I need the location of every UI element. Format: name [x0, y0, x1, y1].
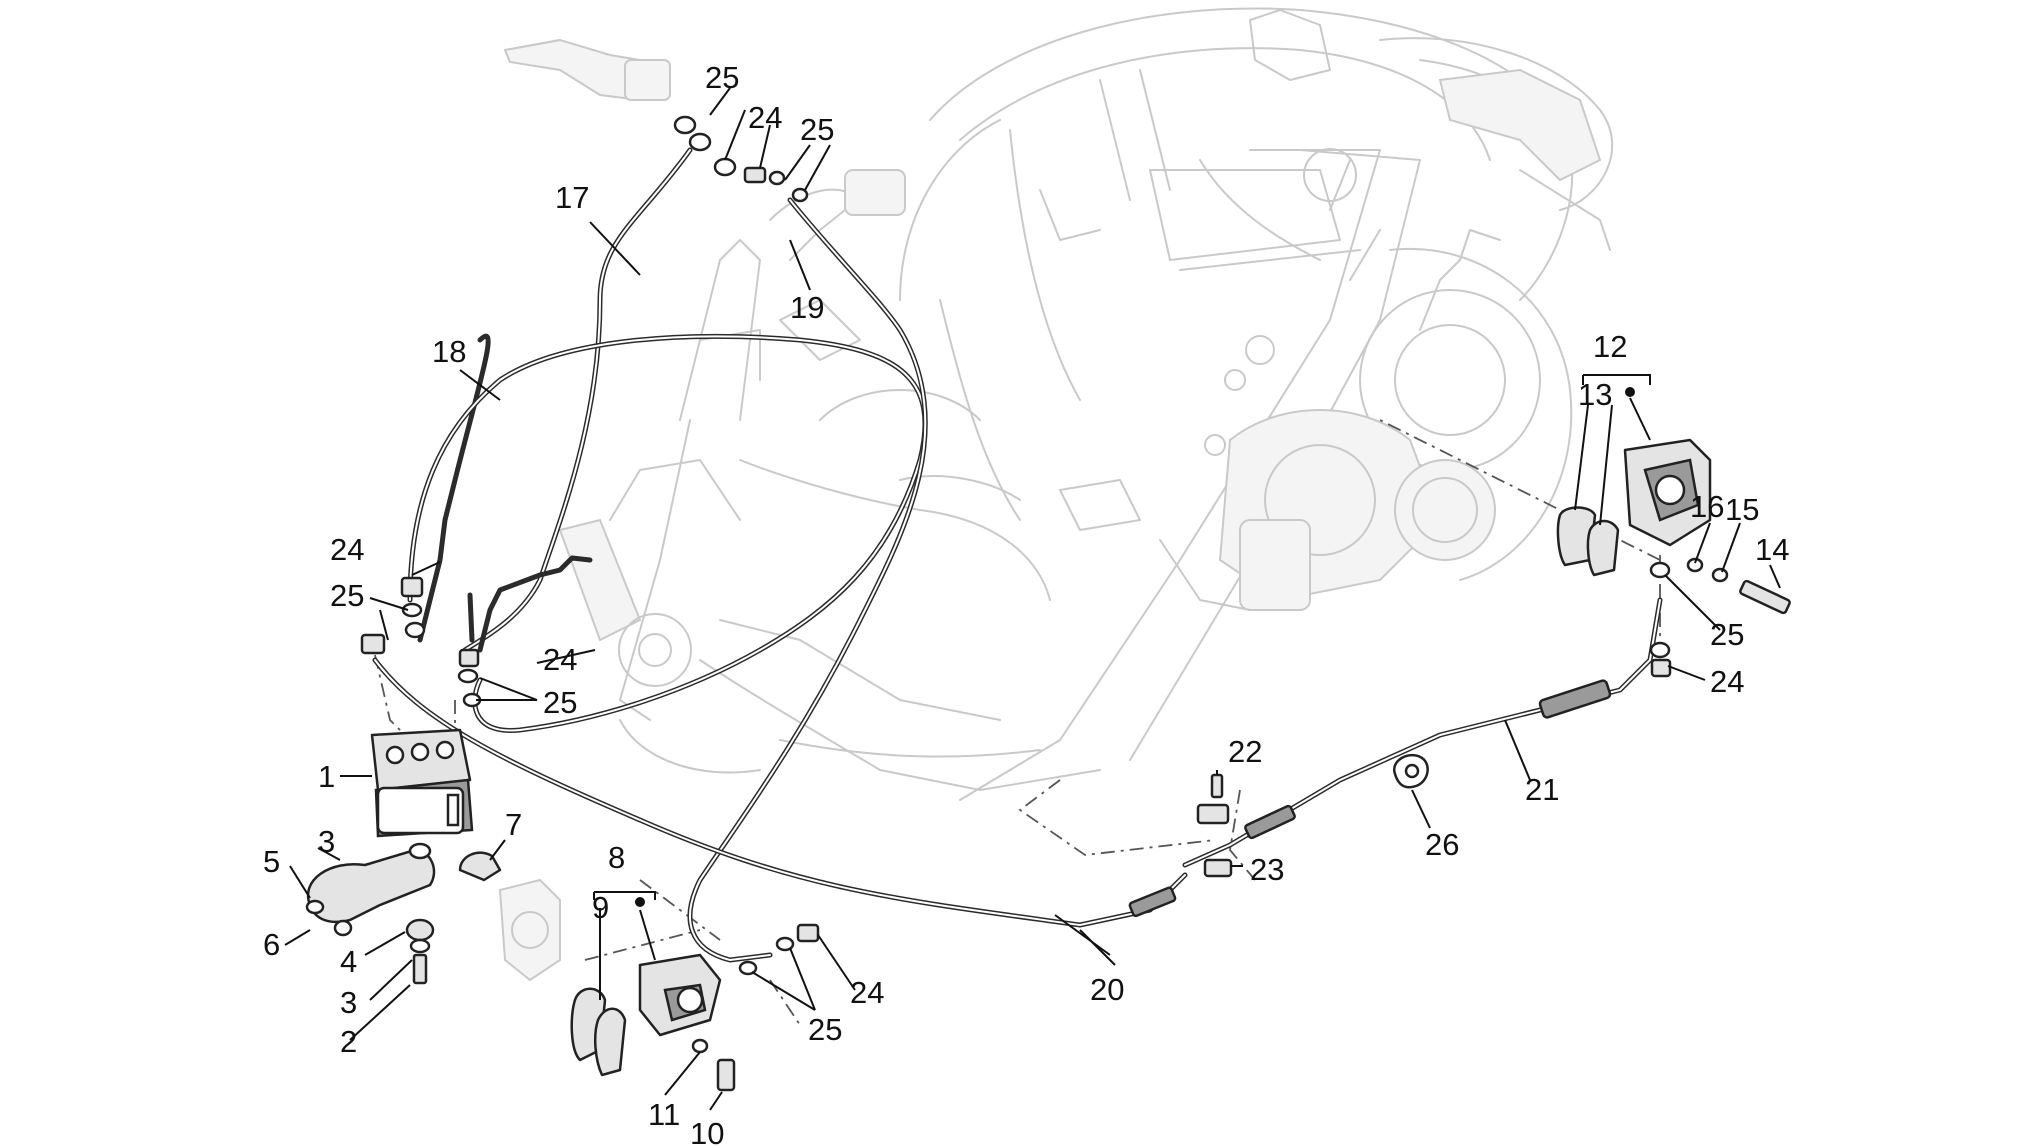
callout-2: 2 — [340, 1024, 357, 1059]
fittings — [305, 115, 1791, 1092]
callout-6: 6 — [263, 927, 280, 962]
abs-control-unit — [370, 728, 474, 838]
callout-25-left: 25 — [330, 578, 364, 613]
callout-24-left: 24 — [330, 532, 364, 567]
scooter-frame-ghost — [503, 7, 1614, 801]
callout-8: 8 — [608, 840, 625, 875]
callout-25-bottom: 25 — [808, 1012, 842, 1047]
assembly-centerlines — [374, 419, 1661, 1026]
front-brake-caliper — [498, 878, 722, 1077]
callout-19: 19 — [790, 290, 824, 325]
callout-labels: 1 2 3 3 4 5 6 7 8 9 10 11 12 13 14 15 16… — [263, 60, 1789, 1146]
callout-3-lower: 3 — [340, 985, 357, 1020]
callout-15: 15 — [1725, 492, 1759, 527]
bracket-dot-13 — [1625, 387, 1635, 397]
callout-20: 20 — [1090, 972, 1124, 1007]
callout-25-right: 25 — [1710, 617, 1744, 652]
callout-4: 4 — [340, 944, 357, 979]
brake-hose-18 — [407, 333, 928, 733]
callout-24-bottom: 24 — [850, 975, 884, 1010]
callout-23: 23 — [1250, 852, 1284, 887]
callout-21: 21 — [1525, 772, 1559, 807]
callout-13: 13 — [1578, 377, 1612, 412]
callout-26: 26 — [1425, 827, 1459, 862]
callout-24-top: 24 — [748, 100, 782, 135]
callout-22: 22 — [1228, 734, 1262, 769]
callout-24-right: 24 — [1710, 664, 1744, 699]
callout-18: 18 — [432, 334, 466, 369]
callout-25-center: 25 — [543, 685, 577, 720]
callout-25-top-left: 25 — [705, 60, 739, 95]
leader-lines — [284, 87, 1781, 1111]
callout-10: 10 — [690, 1116, 724, 1146]
bracket-dot-9 — [635, 897, 645, 907]
callout-16: 16 — [1690, 489, 1724, 524]
rear-brake-caliper — [1556, 438, 1712, 577]
brake-hoses — [372, 147, 1663, 963]
callout-24-center: 24 — [543, 642, 577, 677]
callout-3-upper: 3 — [318, 824, 335, 859]
callout-7: 7 — [505, 807, 522, 842]
callout-25-top-right: 25 — [800, 112, 834, 147]
callout-9: 9 — [592, 890, 609, 925]
callout-1: 1 — [318, 759, 335, 794]
callout-12: 12 — [1593, 329, 1627, 364]
callout-11: 11 — [648, 1097, 680, 1132]
callout-14: 14 — [1755, 532, 1789, 567]
callout-17: 17 — [555, 180, 589, 215]
callout-5: 5 — [263, 844, 280, 879]
